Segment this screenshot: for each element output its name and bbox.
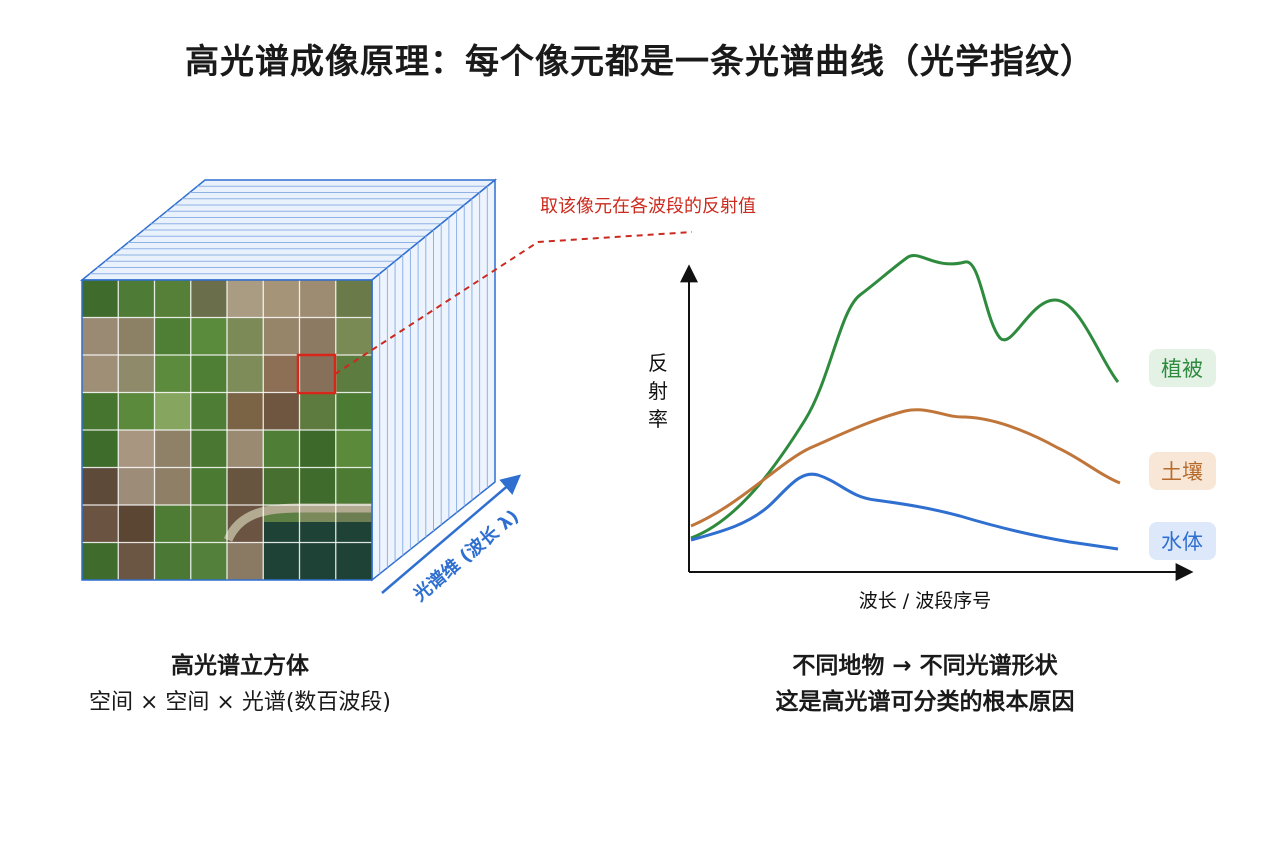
cube-side-band-lines [379, 186, 488, 574]
series-line-vegetation [690, 254, 1120, 540]
x-axis-label: 波长 / 波段序号 [859, 590, 991, 612]
chart-caption-line1: 不同地物 → 不同光谱形状 [792, 653, 1058, 679]
chart-caption-line2: 这是高光谱可分类的根本原因 [775, 689, 1075, 715]
legend-label-water: 水体 [1149, 522, 1216, 560]
spectral-axis-arrow [381, 474, 522, 594]
page-title: 高光谱成像原理：每个像元都是一条光谱曲线（光学指纹） [185, 42, 1095, 82]
pond [264, 522, 372, 580]
legend-text-vegetation: 植被 [1161, 357, 1203, 381]
series-line-water [690, 472, 1119, 551]
cube-top-band-lines [89, 185, 488, 275]
y-axis-label: 反射率 [648, 351, 668, 431]
field-patches [82, 280, 373, 581]
series-line-soil [690, 408, 1121, 528]
pixel-grid [82, 280, 372, 580]
legend-text-water: 水体 [1161, 530, 1203, 554]
cube-caption-subtitle: 空间 × 空间 × 光谱(数百波段) [88, 690, 391, 715]
cube-caption: 高光谱立方体 空间 × 空间 × 光谱(数百波段) [40, 648, 440, 722]
callout-label: 取该像元在各波段的反射值 [540, 196, 756, 217]
legend-label-vegetation: 植被 [1149, 349, 1216, 387]
hyperspectral-cube: 取该像元在各波段的反射值 光谱维 (波长 λ) [79, 178, 756, 606]
cube-caption-title: 高光谱立方体 [171, 653, 309, 679]
cube-front-face-image [81, 279, 373, 581]
dirt-road [223, 503, 372, 543]
chart-caption: 不同地物 → 不同光谱形状 这是高光谱可分类的根本原因 [690, 648, 1160, 720]
spectral-chart: 反射率 波长 / 波段序号 植被 土壤 水体 [648, 254, 1216, 612]
legend-text-soil: 土壤 [1161, 460, 1203, 484]
legend-label-soil: 土壤 [1149, 452, 1216, 490]
callout-leader-line [334, 231, 693, 375]
